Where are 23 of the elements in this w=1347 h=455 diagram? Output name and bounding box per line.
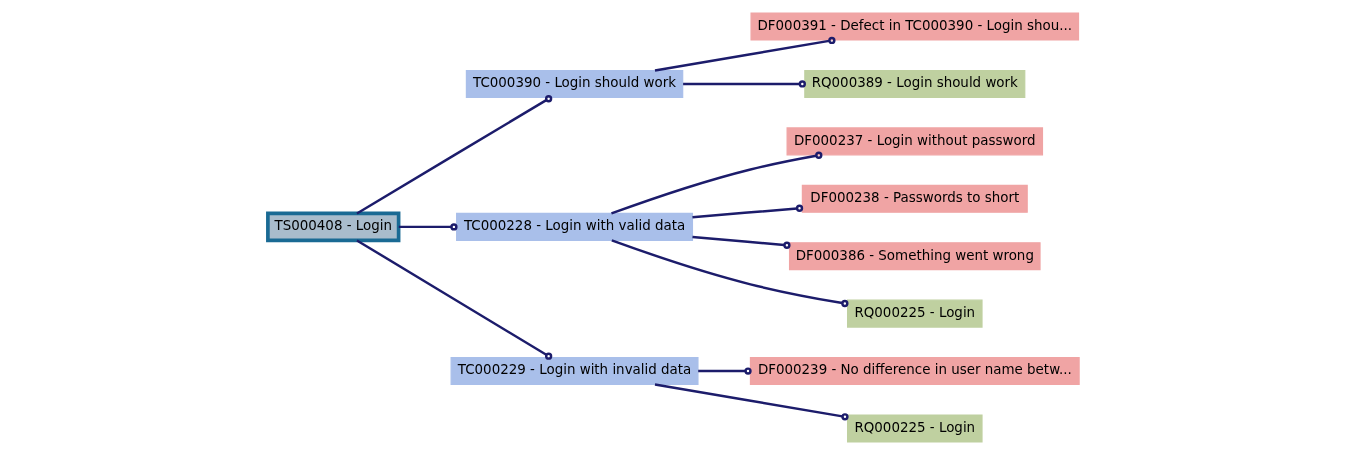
connector — [611, 151, 823, 215]
node-box: DF000386 - Something went wrong — [788, 242, 1041, 271]
node-box: DF000238 - Passwords to short — [801, 184, 1028, 213]
connector — [654, 36, 836, 72]
connector — [698, 367, 752, 375]
connector — [692, 235, 791, 249]
node-box: RQ000225 - Login — [847, 414, 983, 443]
node-box: TC000228 - Login with valid data — [456, 212, 694, 241]
node-box: TC000390 - Login should work — [465, 69, 684, 98]
node-box: DF000237 - Login without password — [786, 127, 1044, 156]
node-box: TS000408 - Login — [266, 211, 401, 243]
node-box: RQ000389 - Login should work — [804, 69, 1026, 98]
node-box: DF000391 - Defect in TC000390 - Login shou... — [750, 12, 1080, 41]
connector — [692, 204, 804, 219]
connector — [356, 95, 553, 215]
connector — [356, 239, 553, 360]
connector — [654, 383, 849, 421]
node-box: RQ000225 - Login — [847, 299, 983, 328]
connector — [611, 239, 849, 308]
node-box: TC000229 - Login with invalid data — [450, 357, 699, 386]
connector — [398, 223, 458, 231]
connector — [683, 80, 806, 88]
node-box: DF000239 - No difference in user name betw... — [749, 357, 1080, 386]
